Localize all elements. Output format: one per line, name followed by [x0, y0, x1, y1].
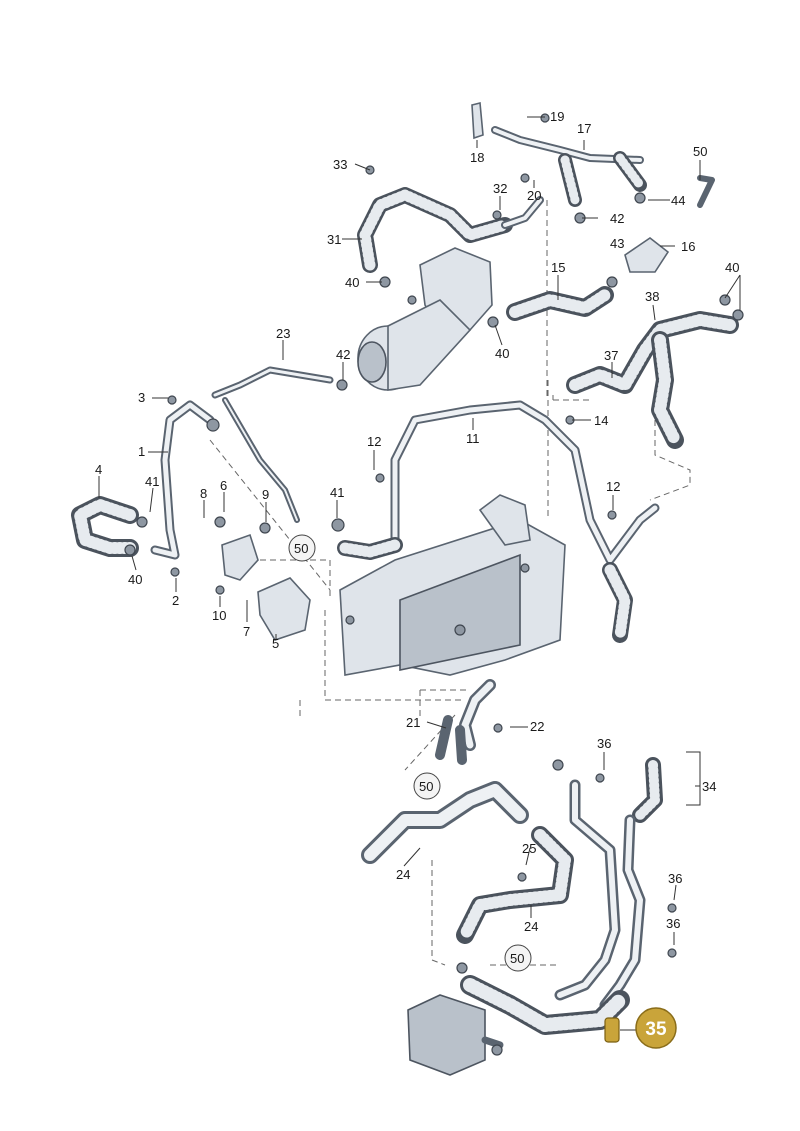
callout-36-top: 36 [597, 736, 611, 751]
callout-3: 3 [138, 390, 145, 405]
callout-8: 8 [200, 486, 207, 501]
callout-33: 33 [333, 157, 347, 172]
callout-40-top: 40 [345, 275, 359, 290]
callout-44: 44 [671, 193, 685, 208]
callout-18: 19 [550, 109, 564, 124]
callout-31: 31 [327, 232, 341, 247]
callout-15: 16 [681, 239, 695, 254]
callout-42-top: 42 [610, 211, 624, 226]
callout-50-top: 50 [693, 144, 707, 159]
callout-38: 38 [645, 289, 659, 304]
reference-label: 50 [294, 541, 308, 556]
callout-22: 23 [276, 326, 290, 341]
highlighted-part-35[interactable]: 35 [604, 1007, 677, 1049]
callout-43: 43 [610, 236, 624, 251]
reference-circle-50-c[interactable]: 50 [504, 944, 532, 972]
callout-1: 1 [138, 444, 145, 459]
egr-cooler [339, 494, 566, 676]
callout-17: 18 [470, 150, 484, 165]
egr-valve [357, 247, 493, 391]
callout-16: 17 [577, 121, 591, 136]
upper-cooling-pipes [71, 126, 739, 643]
callout-12-right: 12 [606, 479, 620, 494]
lower-cooling-pipes [361, 679, 677, 1076]
coolant-flange [624, 237, 670, 273]
callout-21: 22 [530, 719, 544, 734]
callout-36-mid: 36 [668, 871, 682, 886]
reference-circle-50-b[interactable]: 50 [413, 772, 441, 800]
callout-25: 24 [396, 867, 410, 882]
callout-19: 20 [527, 188, 541, 203]
callout-labels: 19 18 17 50 33 32 20 42 44 31 43 16 15 4… [95, 109, 739, 934]
callout-4: 4 [95, 462, 102, 477]
callout-34: 34 [702, 779, 716, 794]
callout-2: 2 [172, 593, 179, 608]
highlight-badge-label: 35 [645, 1019, 667, 1040]
callout-40-left: 40 [128, 572, 142, 587]
callout-13: 14 [594, 413, 608, 428]
reference-label: 50 [510, 951, 524, 966]
callout-6: 6 [220, 478, 227, 493]
callout-7: 7 [243, 624, 250, 639]
leader-lines [98, 116, 741, 1031]
small-parts-left [124, 113, 744, 641]
reference-circle-50-a[interactable]: 50 [288, 534, 316, 562]
callout-10: 10 [212, 608, 226, 623]
callout-14: 15 [551, 260, 565, 275]
callout-11: 11 [466, 431, 480, 446]
callout-5: 5 [272, 636, 279, 651]
callout-41-mid: 41 [330, 485, 344, 500]
callout-20: 21 [406, 715, 420, 730]
callout-37: 37 [604, 348, 618, 363]
callout-23: 24 [524, 919, 538, 934]
callout-41-left: 41 [145, 474, 159, 489]
callout-36-low: 36 [666, 916, 680, 931]
callout-40-mid: 40 [495, 346, 509, 361]
callout-42: 42 [336, 347, 350, 362]
callout-24: 25 [522, 841, 536, 856]
callout-32: 32 [493, 181, 507, 196]
reference-label: 50 [419, 779, 433, 794]
callout-40-right: 40 [725, 260, 739, 275]
callout-9: 9 [262, 487, 269, 502]
bracket [471, 101, 484, 140]
callout-12: 12 [367, 434, 381, 449]
